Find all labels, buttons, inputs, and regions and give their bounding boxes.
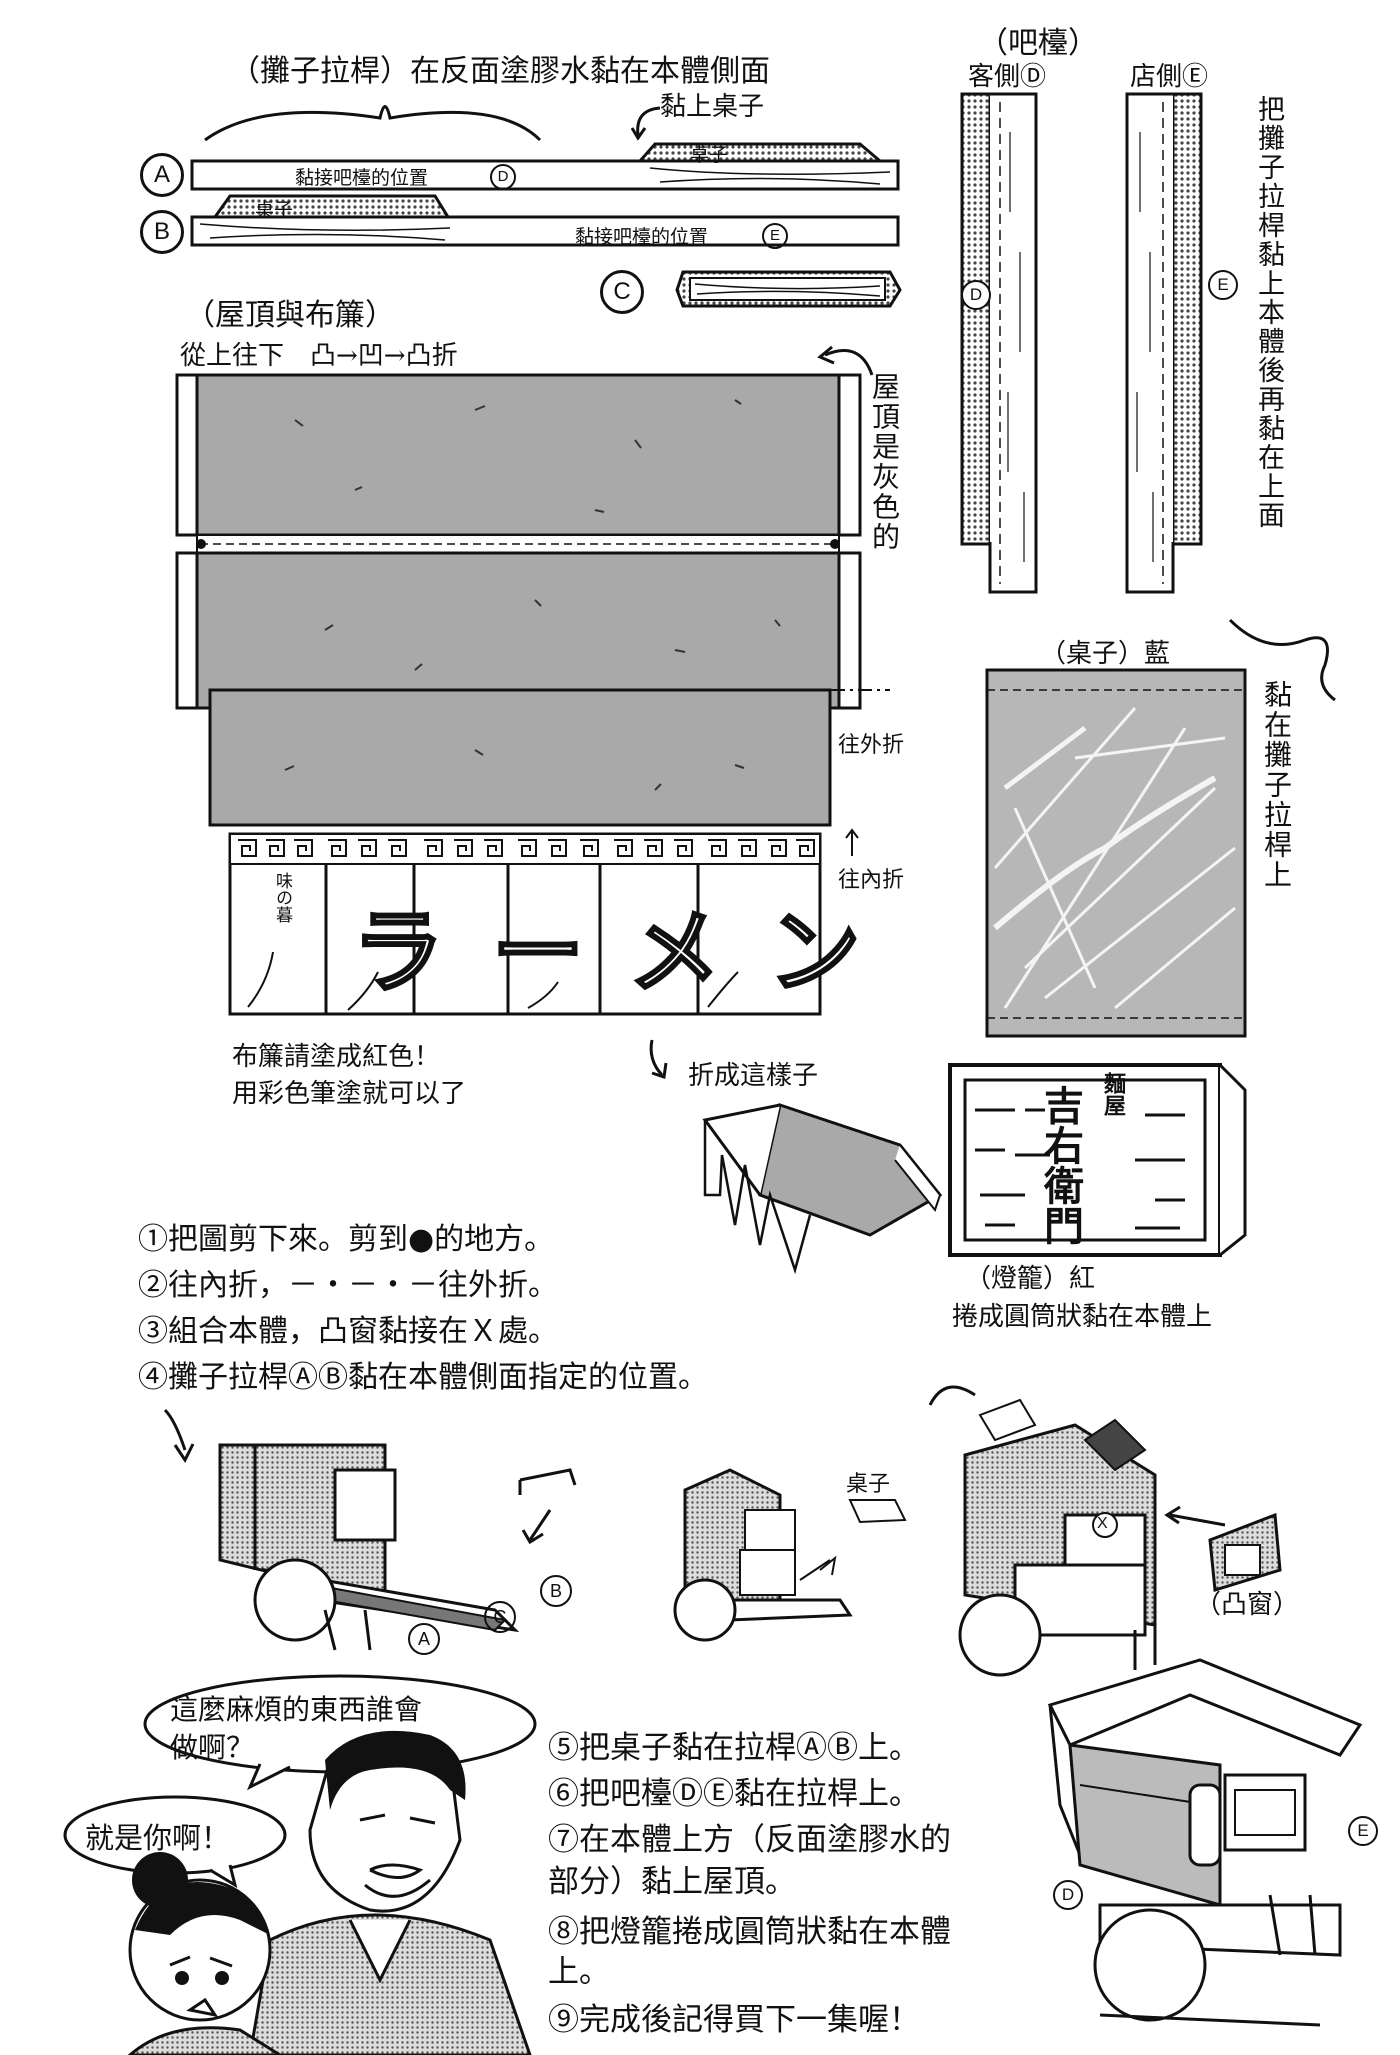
- step-8-cont: 上。: [548, 1954, 610, 1990]
- bar-shop-mark-letter: E: [1217, 275, 1229, 294]
- attach-table-note: 黏上桌子: [660, 92, 765, 122]
- stick-section-title: （攤子拉桿）在反面塗膠水黏在本體側面: [230, 54, 770, 89]
- assembly-b: B: [540, 1575, 572, 1607]
- bay-window-label: （凸窗）: [1195, 1590, 1300, 1620]
- fold-in-label: 往內折: [838, 868, 905, 893]
- shop-side-label: 店側Ⓔ: [1130, 62, 1209, 92]
- paint-note-1: 布簾請塗成紅色！: [232, 1042, 441, 1072]
- lantern-small-title: 麵屋: [1100, 1072, 1126, 1116]
- stick-c: [675, 270, 902, 308]
- stick-a-letter: A: [153, 161, 170, 188]
- stick-b-mark-letter: E: [769, 227, 780, 244]
- assembly-sketch-3: [928, 1385, 1282, 1677]
- assembly-sketch-1: [163, 1408, 577, 1651]
- assembly-b-letter: B: [549, 1581, 562, 1601]
- stick-a-marker: A: [140, 153, 184, 197]
- table-section-title: （桌子）藍: [1040, 639, 1171, 669]
- curtain-small-text: 味の暮: [272, 872, 292, 923]
- lantern-caption: （燈籠）紅: [965, 1264, 1096, 1294]
- lantern-note: 捲成圓筒狀黏在本體上: [952, 1302, 1213, 1332]
- bar-guest-mark-letter: D: [969, 285, 983, 304]
- attach-table-arrow: [630, 106, 661, 141]
- assembly-c-letter: C: [493, 1607, 507, 1627]
- stick-a-table-tab: 桌子: [690, 144, 729, 166]
- assembly-a: A: [408, 1623, 440, 1655]
- guest-side-label: 客側Ⓓ: [968, 62, 1047, 92]
- step-8: ⑧把燈籠捲成圓筒狀黏在本體: [548, 1914, 951, 1950]
- roof-section-title: （屋頂與布簾）: [185, 298, 395, 333]
- fold-out-label: 往外折: [838, 733, 905, 758]
- completed-d-letter: D: [1061, 1885, 1075, 1904]
- step-4: ④攤子拉桿ⒶⒷ黏在本體側面指定的位置。: [138, 1360, 708, 1395]
- speech-2: 就是你啊！: [85, 1821, 231, 1855]
- stick-brace: [204, 105, 542, 142]
- table-attach-note: 黏在攤子拉桿上: [1260, 680, 1293, 890]
- completed-e-mark: E: [1348, 1816, 1378, 1846]
- roof-arrow: [817, 345, 874, 376]
- step-3: ③組合本體，凸窗黏接在Ｘ處。: [138, 1314, 558, 1349]
- step-6: ⑥把吧檯ⒹⒺ黏在拉桿上。: [548, 1776, 920, 1812]
- completed-e-letter: E: [1357, 1821, 1369, 1840]
- bar-section-title: （吧檯）: [978, 26, 1098, 61]
- completed-stall-sketch: [1047, 1658, 1363, 2027]
- speech-1-line-2: 做啊？: [170, 1731, 255, 1764]
- fold-like-this-note: 折成這樣子: [688, 1061, 819, 1091]
- characters-illustration: [127, 1730, 532, 2055]
- lantern-panel: [948, 1063, 1247, 1257]
- stick-b-table-tab: 桌子: [255, 199, 294, 221]
- noren-curtain: [228, 832, 822, 1016]
- assembly-table-label: 桌子: [846, 1472, 891, 1497]
- step-7-cont: 部分）黏上屋頂。: [548, 1864, 796, 1900]
- stick-b-mark-e: E: [762, 223, 788, 249]
- step-1: ①把圖剪下來。剪到●的地方。: [138, 1222, 555, 1257]
- bar-shop-mark: E: [1208, 270, 1238, 300]
- folded-roof-sketch: [702, 1103, 943, 1275]
- roof-panels: [175, 373, 890, 827]
- fold-in-arrow: [845, 828, 859, 856]
- curtain-ramen-text: ラーメン: [350, 898, 909, 1008]
- stick-a-text: 黏接吧檯的位置: [295, 167, 429, 189]
- step-7: ⑦在本體上方（反面塗膠水的: [548, 1822, 951, 1858]
- stick-c-marker: C: [600, 270, 644, 314]
- stick-b-letter: B: [153, 218, 170, 245]
- bar-shop-side: [1125, 92, 1203, 594]
- assembly-c: C: [484, 1601, 516, 1633]
- step-2: ②往內折，－・－・－往外折。: [138, 1268, 558, 1303]
- bar-guest-mark: D: [961, 280, 991, 310]
- bar-attach-note: 把攤子拉桿黏上本體後再黏在上面: [1253, 95, 1284, 530]
- paint-note-2: 用彩色筆塗就可以了: [232, 1079, 467, 1109]
- assembly-sketch-2: [673, 1468, 907, 1642]
- completed-d-mark: D: [1053, 1880, 1083, 1910]
- roof-gray-note: 屋頂是灰色的: [868, 372, 901, 552]
- stick-b: [190, 194, 900, 247]
- fold-arrow: [649, 1039, 668, 1079]
- assembly-x-label: X: [1097, 1515, 1108, 1532]
- lantern-big-title: 吉右衛門: [1037, 1085, 1084, 1245]
- fold-order-note: 從上往下 凸→凹→凸折: [180, 341, 458, 371]
- step-5: ⑤把桌子黏在拉桿ⒶⒷ上。: [548, 1730, 920, 1766]
- stick-c-letter: C: [613, 278, 631, 305]
- step-9: ⑨完成後記得買下一集喔！: [548, 2002, 920, 2038]
- stick-a-mark-letter: D: [497, 168, 509, 185]
- table-panel: [985, 668, 1247, 1038]
- table-arrow: [1228, 618, 1336, 702]
- speech-1-line-1: 這麼麻煩的東西誰會: [170, 1693, 423, 1726]
- stick-a-mark-d: D: [490, 164, 516, 190]
- assembly-a-letter: A: [417, 1629, 430, 1649]
- stick-a: [190, 142, 900, 191]
- stick-b-marker: B: [140, 210, 184, 254]
- bar-guest-side: [960, 92, 1038, 594]
- stick-b-text: 黏接吧檯的位置: [575, 226, 709, 248]
